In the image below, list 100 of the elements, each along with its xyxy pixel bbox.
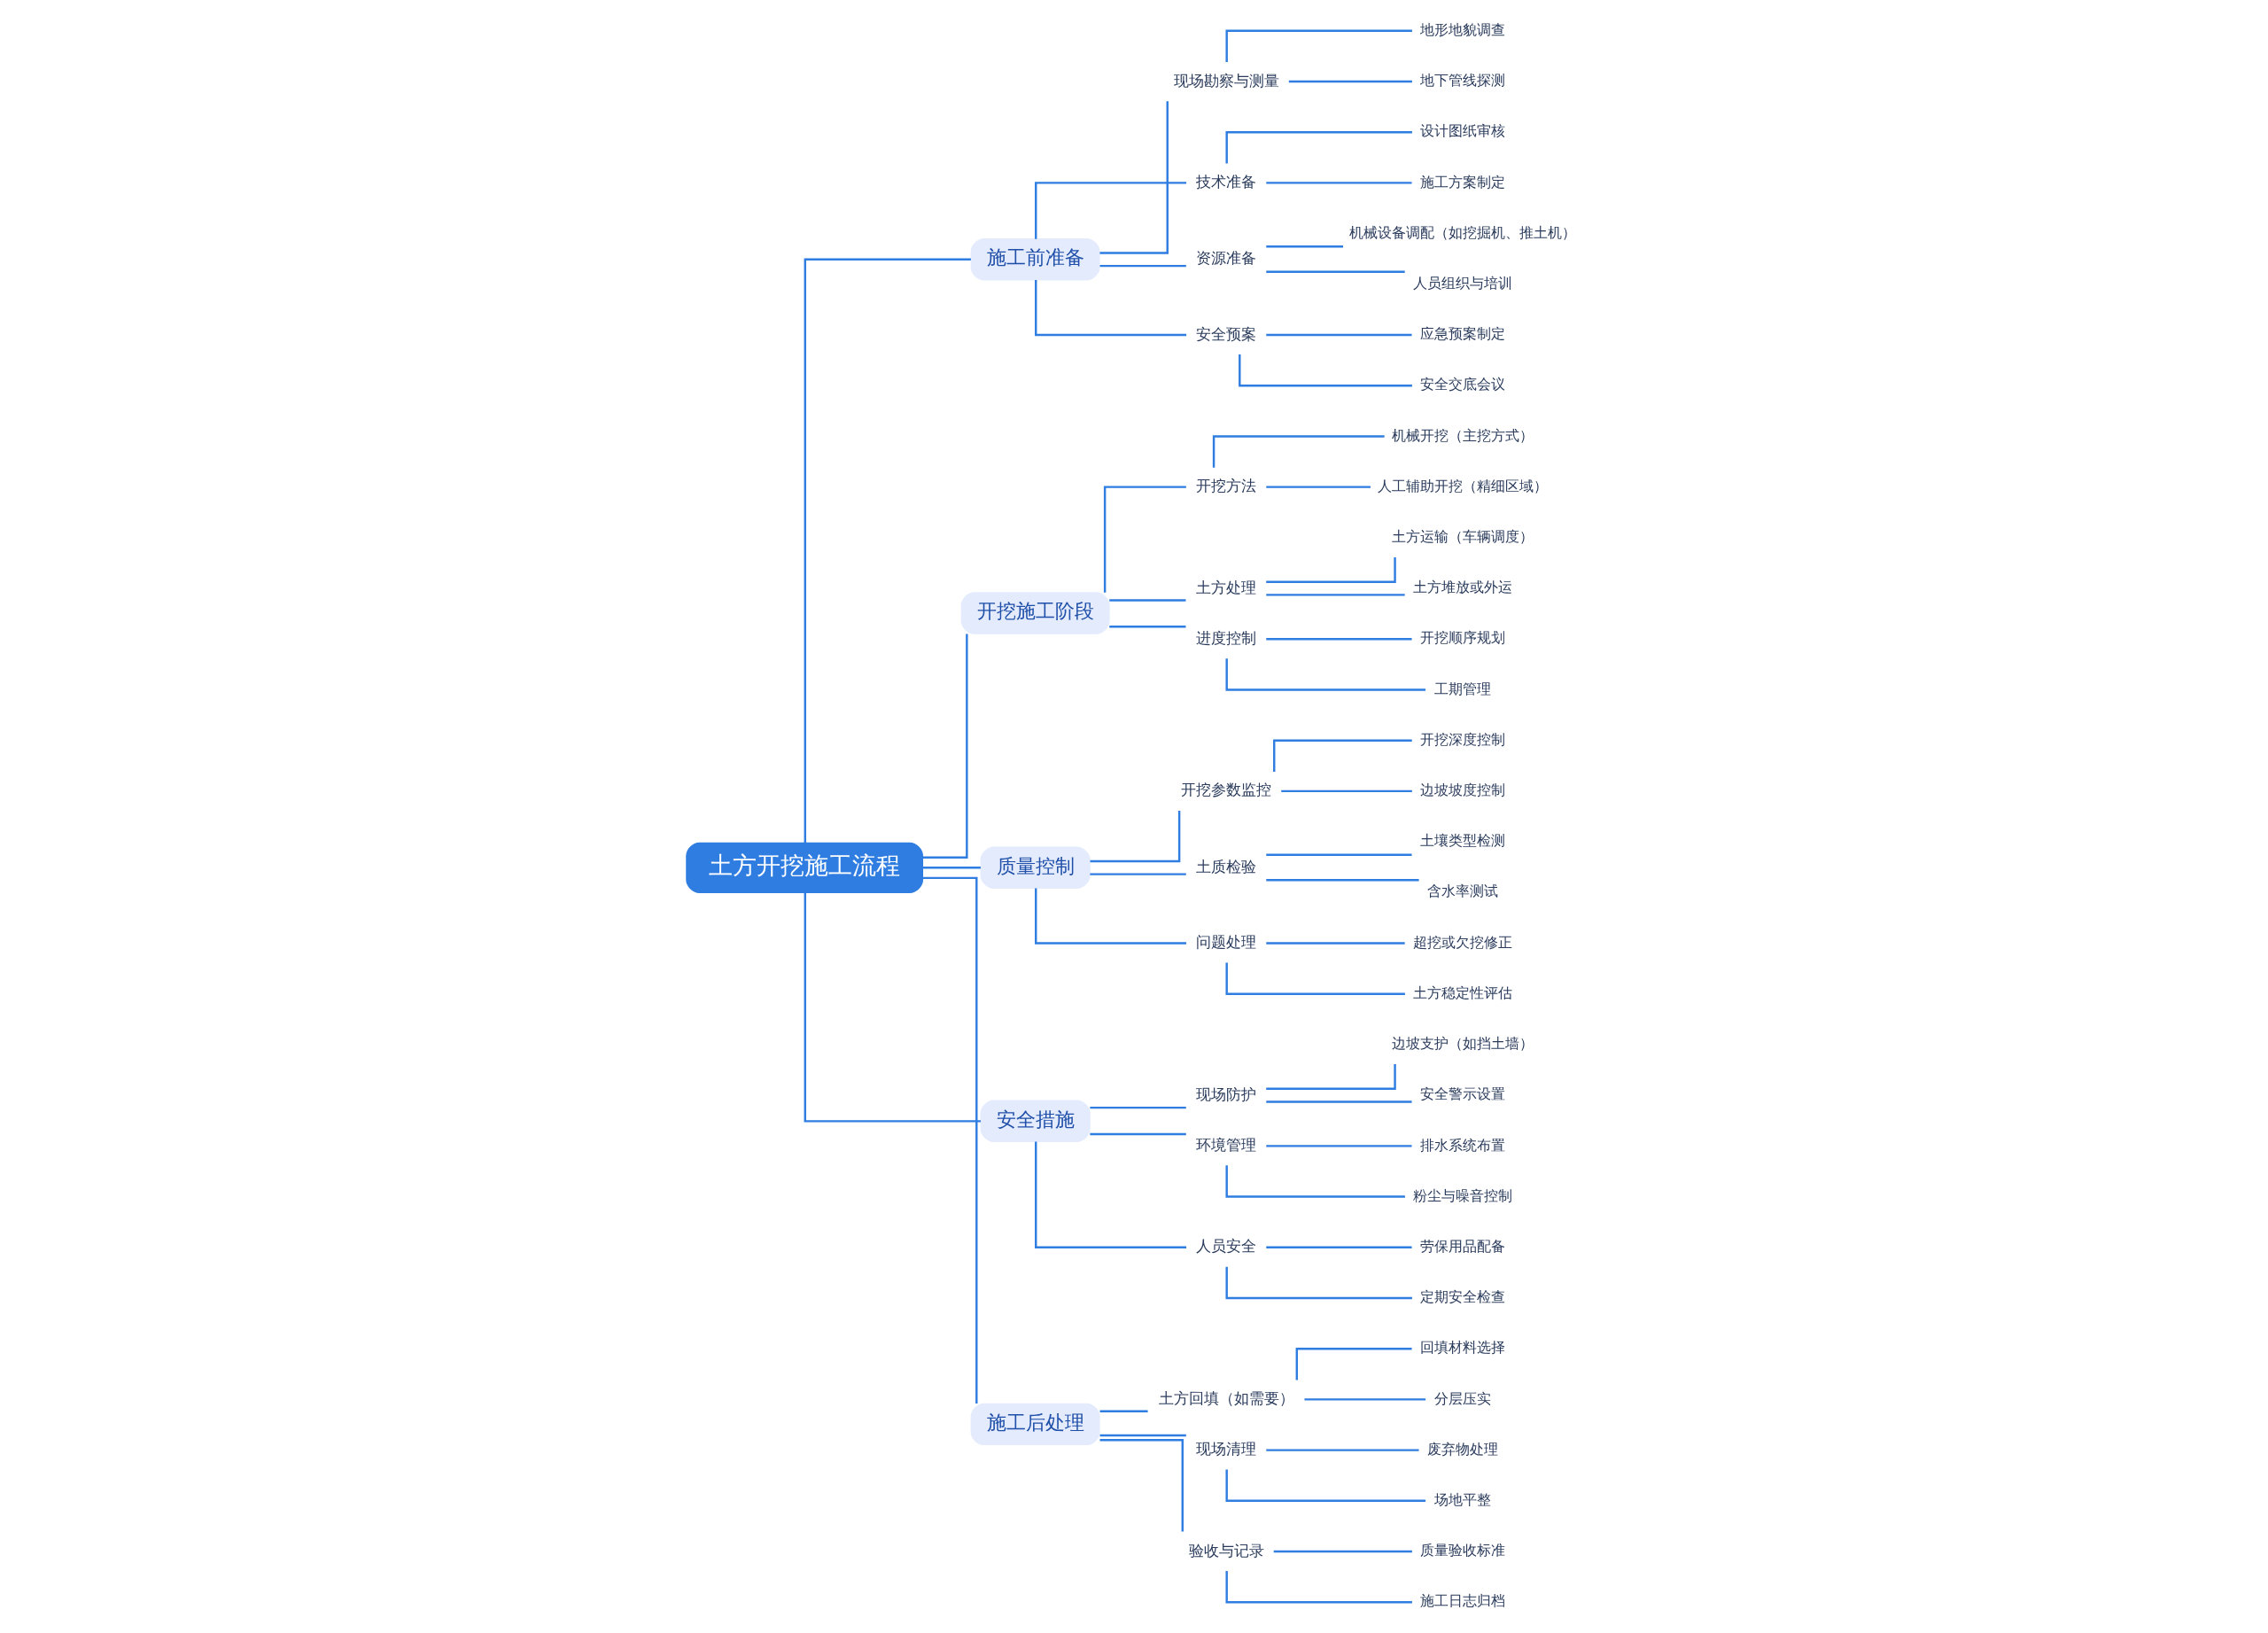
connector bbox=[1266, 245, 1344, 248]
connector bbox=[1090, 810, 1181, 863]
node-text: 设计图纸审核 bbox=[1419, 122, 1505, 140]
node-text: 开挖方法 bbox=[1196, 477, 1257, 495]
node-text: 边坡支护（如挡土墙） bbox=[1391, 1035, 1534, 1053]
connector bbox=[1225, 131, 1412, 164]
node-text: 现场防护 bbox=[1196, 1085, 1257, 1103]
connector bbox=[1266, 1100, 1412, 1103]
connector bbox=[1099, 264, 1186, 268]
node-text: 回填材料选择 bbox=[1419, 1339, 1505, 1357]
connector bbox=[1225, 658, 1426, 691]
connector bbox=[1266, 556, 1396, 583]
connector bbox=[1266, 853, 1412, 856]
node-box: 施工前准备 bbox=[970, 238, 1100, 281]
node-text: 开挖深度控制 bbox=[1419, 730, 1505, 748]
connector bbox=[1099, 101, 1169, 254]
connector bbox=[1266, 879, 1419, 882]
node-text: 质量验收标准 bbox=[1419, 1542, 1505, 1559]
node-text: 进度控制 bbox=[1196, 628, 1257, 647]
node-box: 安全措施 bbox=[980, 1100, 1091, 1143]
connector bbox=[1288, 80, 1412, 83]
connector bbox=[1225, 1266, 1412, 1300]
node-text: 现场清理 bbox=[1196, 1440, 1257, 1458]
node-box: 开挖施工阶段 bbox=[960, 592, 1110, 634]
connector bbox=[1266, 1246, 1412, 1248]
node-text: 机械设备调配（如挖掘机、推土机） bbox=[1348, 223, 1576, 241]
node-text: 含水率测试 bbox=[1426, 883, 1498, 900]
connector bbox=[1090, 1106, 1186, 1109]
connector bbox=[1295, 1347, 1412, 1380]
connector bbox=[1266, 270, 1405, 274]
connector bbox=[1099, 1439, 1184, 1532]
connector bbox=[1225, 962, 1405, 995]
node-text: 安全警示设置 bbox=[1419, 1085, 1505, 1103]
connector bbox=[1266, 333, 1412, 337]
node-text: 分层压实 bbox=[1433, 1389, 1491, 1407]
node-text: 地形地貌调查 bbox=[1419, 20, 1505, 38]
node-box: 质量控制 bbox=[980, 846, 1091, 890]
node-text: 人员组织与培训 bbox=[1412, 274, 1512, 292]
node-text: 劳保用品配备 bbox=[1419, 1237, 1505, 1255]
node-text: 施工日志归档 bbox=[1419, 1592, 1505, 1610]
node-text: 土方回填（如需要） bbox=[1158, 1388, 1294, 1407]
connector bbox=[804, 892, 982, 1123]
node-text: 边坡坡度控制 bbox=[1419, 782, 1505, 799]
connector bbox=[1273, 1550, 1412, 1553]
connector bbox=[804, 258, 971, 844]
connector bbox=[1035, 888, 1187, 945]
node-text: 土质检验 bbox=[1196, 857, 1257, 875]
node-text: 场地平整 bbox=[1433, 1490, 1491, 1508]
node-text: 机械开挖（主挖方式） bbox=[1391, 426, 1534, 444]
connector bbox=[1035, 182, 1187, 239]
connector bbox=[1266, 638, 1412, 641]
connector bbox=[1103, 486, 1186, 593]
connector bbox=[1099, 1434, 1186, 1437]
node-text: 工期管理 bbox=[1433, 680, 1491, 697]
connector bbox=[1225, 1570, 1412, 1604]
node-text: 土方堆放或外运 bbox=[1412, 579, 1512, 596]
node-text: 应急预案制定 bbox=[1419, 325, 1505, 343]
node-text: 土方处理 bbox=[1196, 578, 1257, 596]
connector bbox=[1225, 29, 1412, 63]
connector bbox=[1035, 1141, 1187, 1248]
node-text: 地下管线探测 bbox=[1419, 72, 1505, 89]
connector bbox=[1304, 1398, 1426, 1401]
connector bbox=[1266, 182, 1412, 184]
connector bbox=[1090, 1132, 1186, 1136]
connector bbox=[1266, 1145, 1412, 1147]
connector bbox=[1273, 739, 1412, 772]
node-text: 验收与记录 bbox=[1188, 1541, 1264, 1559]
node-box: 土方开挖施工流程 bbox=[686, 842, 924, 893]
node-text: 安全预案 bbox=[1196, 324, 1257, 343]
connector bbox=[1035, 280, 1187, 337]
connector bbox=[1266, 942, 1405, 945]
connector bbox=[1266, 486, 1371, 488]
connector bbox=[922, 876, 978, 1404]
connector bbox=[1225, 1469, 1426, 1502]
connector bbox=[1225, 1165, 1405, 1198]
node-text: 人工辅助开挖（精细区域） bbox=[1377, 477, 1548, 494]
node-text: 粉尘与噪音控制 bbox=[1412, 1186, 1512, 1204]
connector bbox=[1266, 1063, 1396, 1091]
connector bbox=[1109, 599, 1186, 602]
connector bbox=[1266, 594, 1405, 596]
node-text: 定期安全检查 bbox=[1419, 1288, 1505, 1306]
connector bbox=[1266, 1449, 1419, 1451]
connector bbox=[1090, 873, 1186, 875]
node-box: 施工后处理 bbox=[970, 1403, 1100, 1446]
connector bbox=[922, 867, 981, 869]
connector bbox=[1099, 1410, 1148, 1412]
node-text: 技术准备 bbox=[1196, 172, 1257, 191]
node-text: 环境管理 bbox=[1196, 1135, 1257, 1154]
node-text: 超挖或欠挖修正 bbox=[1412, 933, 1512, 951]
node-text: 土方稳定性评估 bbox=[1412, 984, 1512, 1001]
node-text: 施工方案制定 bbox=[1419, 173, 1505, 191]
node-text: 土方运输（车辆调度） bbox=[1391, 528, 1534, 545]
connector bbox=[1281, 789, 1412, 793]
node-text: 开挖参数监控 bbox=[1181, 781, 1272, 799]
node-text: 现场勘察与测量 bbox=[1173, 71, 1279, 89]
node-text: 排水系统布置 bbox=[1419, 1136, 1505, 1154]
node-text: 人员安全 bbox=[1196, 1237, 1257, 1256]
connector bbox=[1109, 626, 1186, 628]
node-text: 开挖顺序规划 bbox=[1419, 629, 1505, 647]
node-text: 问题处理 bbox=[1196, 933, 1257, 952]
